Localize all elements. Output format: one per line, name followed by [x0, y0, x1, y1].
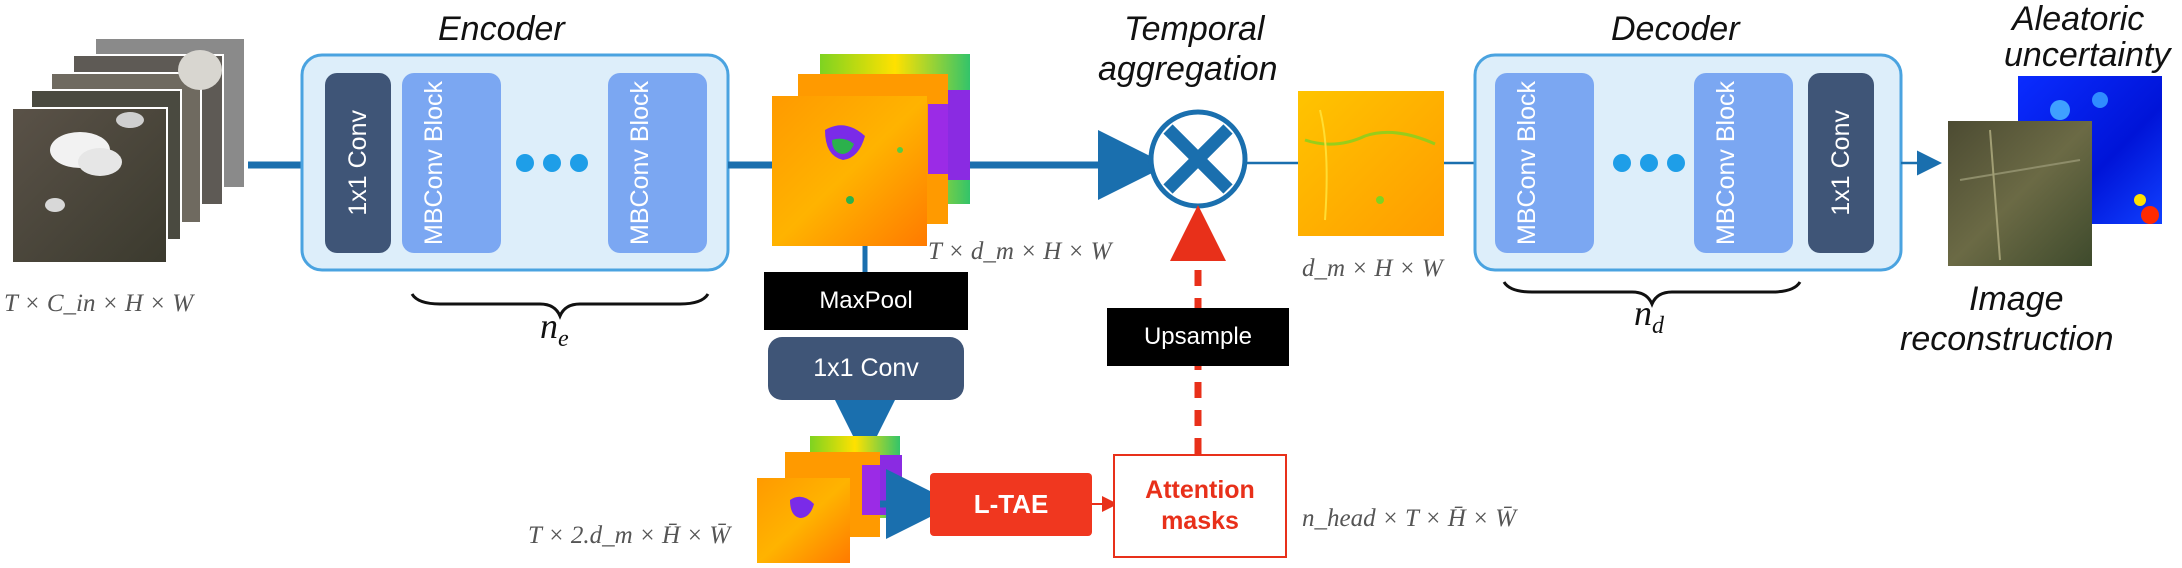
decoder-mbconv-label: MBConv Block — [1711, 81, 1740, 245]
attention-masks-box: Attention masks — [1113, 454, 1287, 558]
encoder-mbconv-label: MBConv Block — [625, 81, 654, 245]
ltae-label: L-TAE — [973, 489, 1049, 519]
decoder-mbconv-block-last: MBConv Block — [1694, 73, 1793, 253]
upsample-box: Upsample — [1107, 308, 1289, 366]
encoder-feature-maps — [772, 54, 970, 246]
encoder-ellipsis-dot — [570, 154, 588, 172]
temporal-aggregation-title-line2: aggregation — [1098, 50, 1278, 88]
dim-features: T × d_m × H × W — [928, 238, 1112, 265]
branch-conv-label: 1x1 Conv — [813, 354, 919, 382]
ltae-box: L-TAE — [930, 473, 1092, 536]
aleatoric-title-line2: uncertainty — [2004, 36, 2171, 74]
decoder-conv-label: 1x1 Conv — [1826, 110, 1855, 216]
reconstructed-image — [1948, 121, 2092, 266]
attention-masks-label-line2: masks — [1161, 507, 1239, 535]
decoder-repeat-brace — [1502, 281, 1802, 308]
temporal-aggregation-operator — [1148, 109, 1248, 209]
maxpool-box: MaxPool — [764, 272, 968, 330]
dim-attention: n_head × T × H̄ × W̄ — [1302, 505, 1517, 532]
reconstruction-title-line1: Image — [1969, 280, 2064, 318]
upsample-label: Upsample — [1143, 323, 1253, 350]
encoder-conv-block: 1x1 Conv — [325, 73, 391, 253]
encoder-mbconv-label: MBConv Block — [419, 81, 448, 245]
encoder-mbconv-block-last: MBConv Block — [608, 73, 707, 253]
decoder-ellipsis-dot — [1613, 154, 1631, 172]
aggregated-feature-map — [1298, 91, 1444, 236]
encoder-ellipsis-dot — [516, 154, 534, 172]
dim-input: T × C_in × H × W — [4, 290, 194, 317]
decoder-ellipsis-dot — [1667, 154, 1685, 172]
branch-conv-box: 1x1 Conv — [768, 337, 964, 400]
temporal-aggregation-title-line1: Temporal — [1124, 10, 1265, 48]
decoder-conv-block: 1x1 Conv — [1808, 73, 1874, 253]
decoder-repeat-count: nd — [1634, 293, 1664, 340]
maxpool-label: MaxPool — [819, 287, 913, 314]
decoder-title: Decoder — [1611, 10, 1740, 48]
decoder-mbconv-label: MBConv Block — [1512, 81, 1541, 245]
pooled-feature-maps — [757, 436, 902, 563]
decoder-ellipsis-dot — [1640, 154, 1658, 172]
encoder-repeat-count: ne — [540, 306, 569, 353]
dim-aggregated: d_m × H × W — [1302, 255, 1443, 282]
encoder-title: Encoder — [438, 10, 565, 48]
decoder-mbconv-block-first: MBConv Block — [1495, 73, 1594, 253]
encoder-conv-label: 1x1 Conv — [343, 110, 372, 216]
input-image-stack — [11, 37, 246, 264]
aleatoric-title-line1: Aleatoric — [2012, 0, 2145, 38]
encoder-ellipsis-dot — [543, 154, 561, 172]
encoder-mbconv-block-first: MBConv Block — [402, 73, 501, 253]
dim-pooled: T × 2.d_m × H̄ × W̄ — [528, 522, 731, 549]
attention-masks-label-line1: Attention — [1145, 475, 1255, 504]
reconstruction-title-line2: reconstruction — [1900, 320, 2114, 358]
encoder-repeat-brace — [410, 293, 710, 320]
